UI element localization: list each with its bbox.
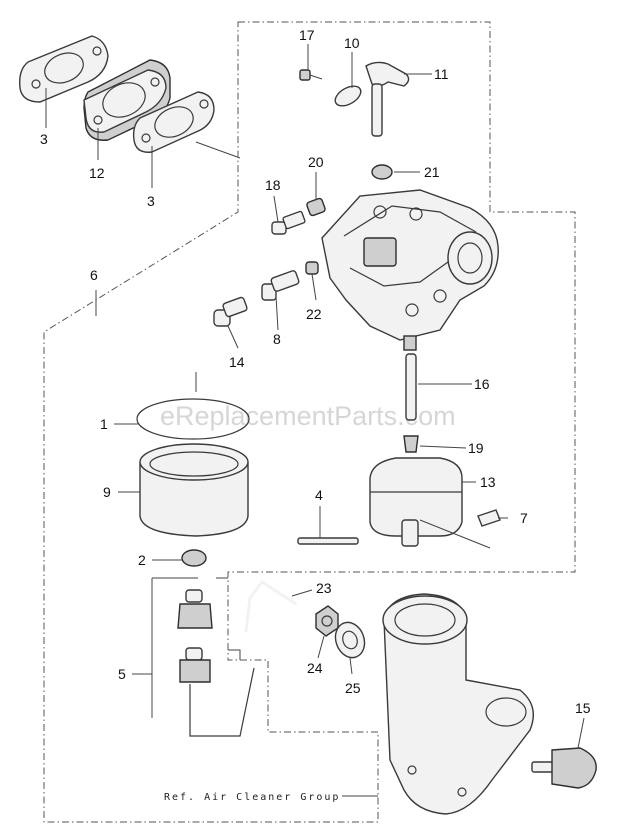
fuel-fitting-lower (179, 647, 255, 737)
callout-21: 21 (424, 164, 440, 180)
callout-14: 14 (229, 354, 245, 370)
nut-24 (315, 605, 339, 637)
o-ring-1 (136, 398, 250, 440)
carburetor-body (321, 189, 499, 351)
callout-12: 12 (89, 165, 105, 181)
callout-6: 6 (90, 267, 98, 283)
callout-23: 23 (316, 580, 332, 596)
callout-13: 13 (480, 474, 496, 490)
needle-valve-19 (403, 435, 419, 453)
callout-24: 24 (307, 660, 323, 676)
fuel-fitting-upper (177, 589, 213, 629)
sensor-15 (531, 747, 597, 789)
callout-22: 22 (306, 306, 322, 322)
fuel-tube-23 (244, 579, 297, 633)
gasket-upper (18, 35, 109, 103)
callout-3a: 3 (40, 131, 48, 147)
drain-screw-7 (477, 509, 501, 527)
screw-17 (299, 69, 323, 81)
callout-9: 9 (103, 484, 111, 500)
main-jet-holder-14 (213, 296, 248, 327)
float-pin-16 (405, 353, 417, 421)
carburetor-assembly-frame (43, 21, 576, 823)
callout-17: 17 (299, 27, 315, 43)
throttle-shaft-lever (365, 61, 410, 137)
callout-20: 20 (308, 154, 324, 170)
air-cleaner-elbow (382, 593, 534, 815)
callout-16: 16 (474, 376, 490, 392)
callout-19: 19 (468, 440, 484, 456)
float-bowl-9 (139, 443, 249, 537)
pin-4 (297, 537, 359, 545)
callout-10: 10 (344, 35, 360, 51)
callout-18: 18 (265, 177, 281, 193)
collar-21 (371, 164, 393, 180)
callout-3b: 3 (147, 193, 155, 209)
lock-washer-25 (334, 621, 366, 659)
gasket-lower (132, 91, 215, 153)
callout-15: 15 (575, 700, 591, 716)
emulsion-tube-8 (261, 270, 300, 301)
callout-8: 8 (273, 331, 281, 347)
washer-2 (181, 549, 207, 567)
callout-2: 2 (138, 552, 146, 568)
callout-4: 4 (315, 487, 323, 503)
callout-11: 11 (434, 66, 449, 82)
jet-22 (305, 261, 319, 275)
reference-label: Ref. Air Cleaner Group (164, 792, 340, 803)
callout-7: 7 (520, 510, 528, 526)
leader-lines (45, 44, 585, 797)
fuel-fitting-bracket (151, 577, 241, 718)
callout-5: 5 (118, 666, 126, 682)
callouts: 3 12 3 17 10 11 20 21 18 6 22 8 14 16 1 … (40, 27, 591, 716)
throttle-plate (334, 85, 362, 107)
callout-1: 1 (100, 416, 108, 432)
pilot-screw-18 (271, 210, 306, 235)
spring-20 (306, 197, 326, 217)
callout-25: 25 (345, 680, 361, 696)
float-13 (369, 457, 491, 549)
